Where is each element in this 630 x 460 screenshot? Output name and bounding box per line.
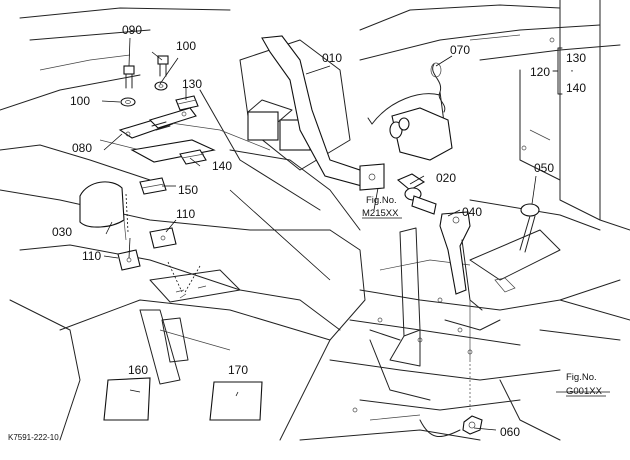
callout-100-left: 100 — [70, 94, 90, 108]
callout-040: 040 — [462, 205, 482, 219]
fig-ref-g001-line1: Fig.No. — [566, 372, 597, 383]
leader-lines — [101, 37, 610, 431]
floor-plate — [139, 269, 241, 385]
callout-150: 150 — [178, 183, 198, 197]
bracket-separator-dot: · — [570, 63, 574, 77]
callout-080: 080 — [72, 141, 92, 155]
callout-030: 030 — [52, 225, 72, 239]
frame-outline — [0, 0, 630, 441]
callout-090: 090 — [122, 23, 142, 37]
part-020-cam-assembly — [389, 107, 453, 215]
callout-130-right: 130 — [566, 51, 586, 65]
callout-140-right: 140 — [566, 81, 586, 95]
part-140-plate — [130, 139, 216, 165]
part-040-link — [439, 211, 483, 410]
callout-110-lower: 110 — [82, 249, 101, 263]
part-100-washer — [120, 81, 168, 107]
callout-120: 120 — [530, 65, 550, 79]
part-150-pad — [139, 177, 167, 195]
support-pillar — [369, 227, 501, 401]
callout-010: 010 — [322, 51, 342, 65]
part-110-clip — [117, 227, 177, 271]
fig-ref-m215-line1: Fig.No. — [366, 195, 397, 206]
callout-050: 050 — [534, 161, 554, 175]
callout-020: 020 — [436, 171, 456, 185]
callout-100-top: 100 — [176, 39, 196, 53]
callout-160: 160 — [128, 363, 148, 377]
part-160-label-sheet — [103, 377, 151, 421]
figure-code: K7591-222-10 — [8, 433, 59, 442]
fig-ref-g001-line2: G001XX — [566, 386, 603, 397]
part-170-label-sheet — [209, 381, 263, 421]
callout-130-left: 130 — [182, 77, 202, 91]
callout-070: 070 — [450, 43, 470, 57]
callout-group-bracket — [552, 47, 563, 95]
part-130-pad — [175, 95, 199, 111]
part-010-pedal-arm — [261, 35, 385, 191]
fig-ref-m215-line2: M215XX — [362, 208, 399, 219]
part-080-hinge — [118, 107, 197, 139]
part-060-nut — [419, 415, 483, 438]
callout-110-upper: 110 — [176, 207, 195, 221]
part-050-bolt — [469, 203, 561, 293]
callout-170: 170 — [228, 363, 248, 377]
callout-140-left: 140 — [212, 159, 232, 173]
part-030-cover — [79, 181, 127, 241]
callout-060: 060 — [500, 425, 520, 439]
